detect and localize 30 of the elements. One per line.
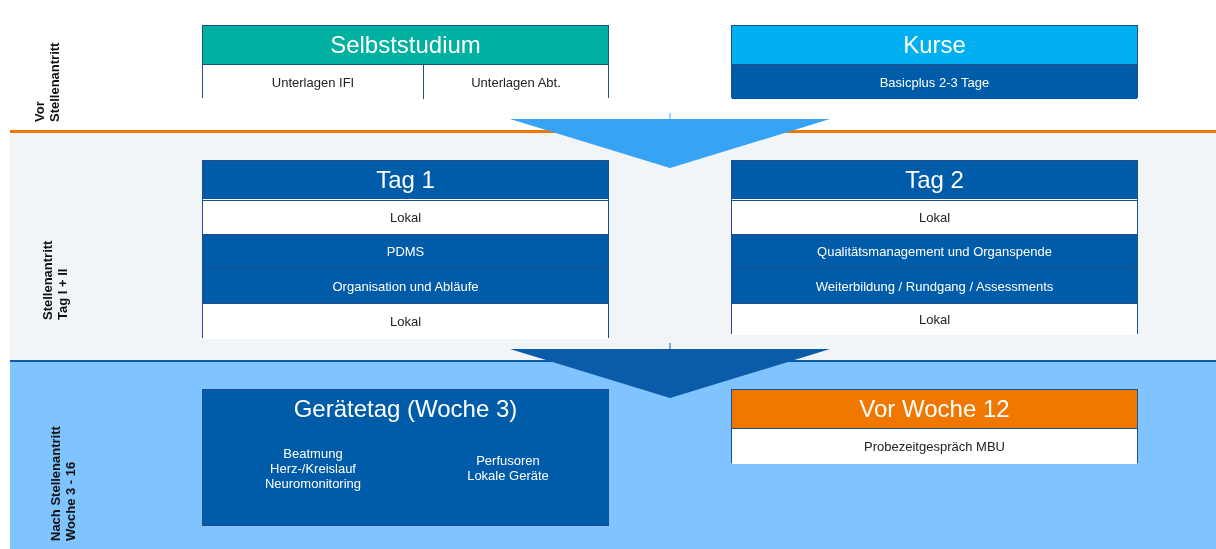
phase-label: Vor Stellenantritt: [32, 41, 62, 122]
phase-band: [10, 360, 1216, 549]
stage-card: [731, 160, 1138, 334]
card-heading: Selbststudium: [203, 26, 608, 64]
phase-band: [10, 130, 1216, 360]
list-row: Unterlagen IFI: [203, 64, 424, 99]
stage-card: [202, 25, 609, 98]
stage-card: [202, 160, 609, 338]
list-row: Qualitätsmanagement und Organspende: [732, 234, 1137, 268]
item-list: Perfusoren Lokale Geräte: [458, 448, 558, 488]
stage-card: [731, 25, 1138, 98]
card-heading: Tag 1: [203, 161, 608, 199]
list-row: Lokal: [203, 303, 608, 339]
list-row: PDMS: [203, 234, 608, 268]
list-row: Probezeitgespräch MBU: [732, 428, 1137, 464]
chevron-arrow: [509, 342, 831, 399]
phase-label: Stellenantritt Tag I + II: [40, 239, 70, 320]
list-row: Basicplus 2-3 Tage: [732, 64, 1137, 99]
list-row: Organisation und Abläufe: [203, 268, 608, 303]
card-heading: Tag 2: [732, 161, 1137, 199]
list-row: Weiterbildung / Rundgang / Assessments: [732, 268, 1137, 303]
chevron-arrow: [509, 112, 831, 169]
card-heading: Kurse: [732, 26, 1137, 64]
card-heading: Vor Woche 12: [732, 390, 1137, 428]
item-list: Beatmung Herz-/Kreislauf Neuromonitoring: [248, 438, 378, 498]
stage-card: [202, 389, 609, 526]
list-row: Unterlagen Abt.: [424, 64, 608, 99]
list-row: Lokal: [732, 303, 1137, 335]
phase-label: Nach Stellenantritt Woche 3 - 16: [48, 425, 78, 541]
stage-card: [731, 389, 1138, 463]
